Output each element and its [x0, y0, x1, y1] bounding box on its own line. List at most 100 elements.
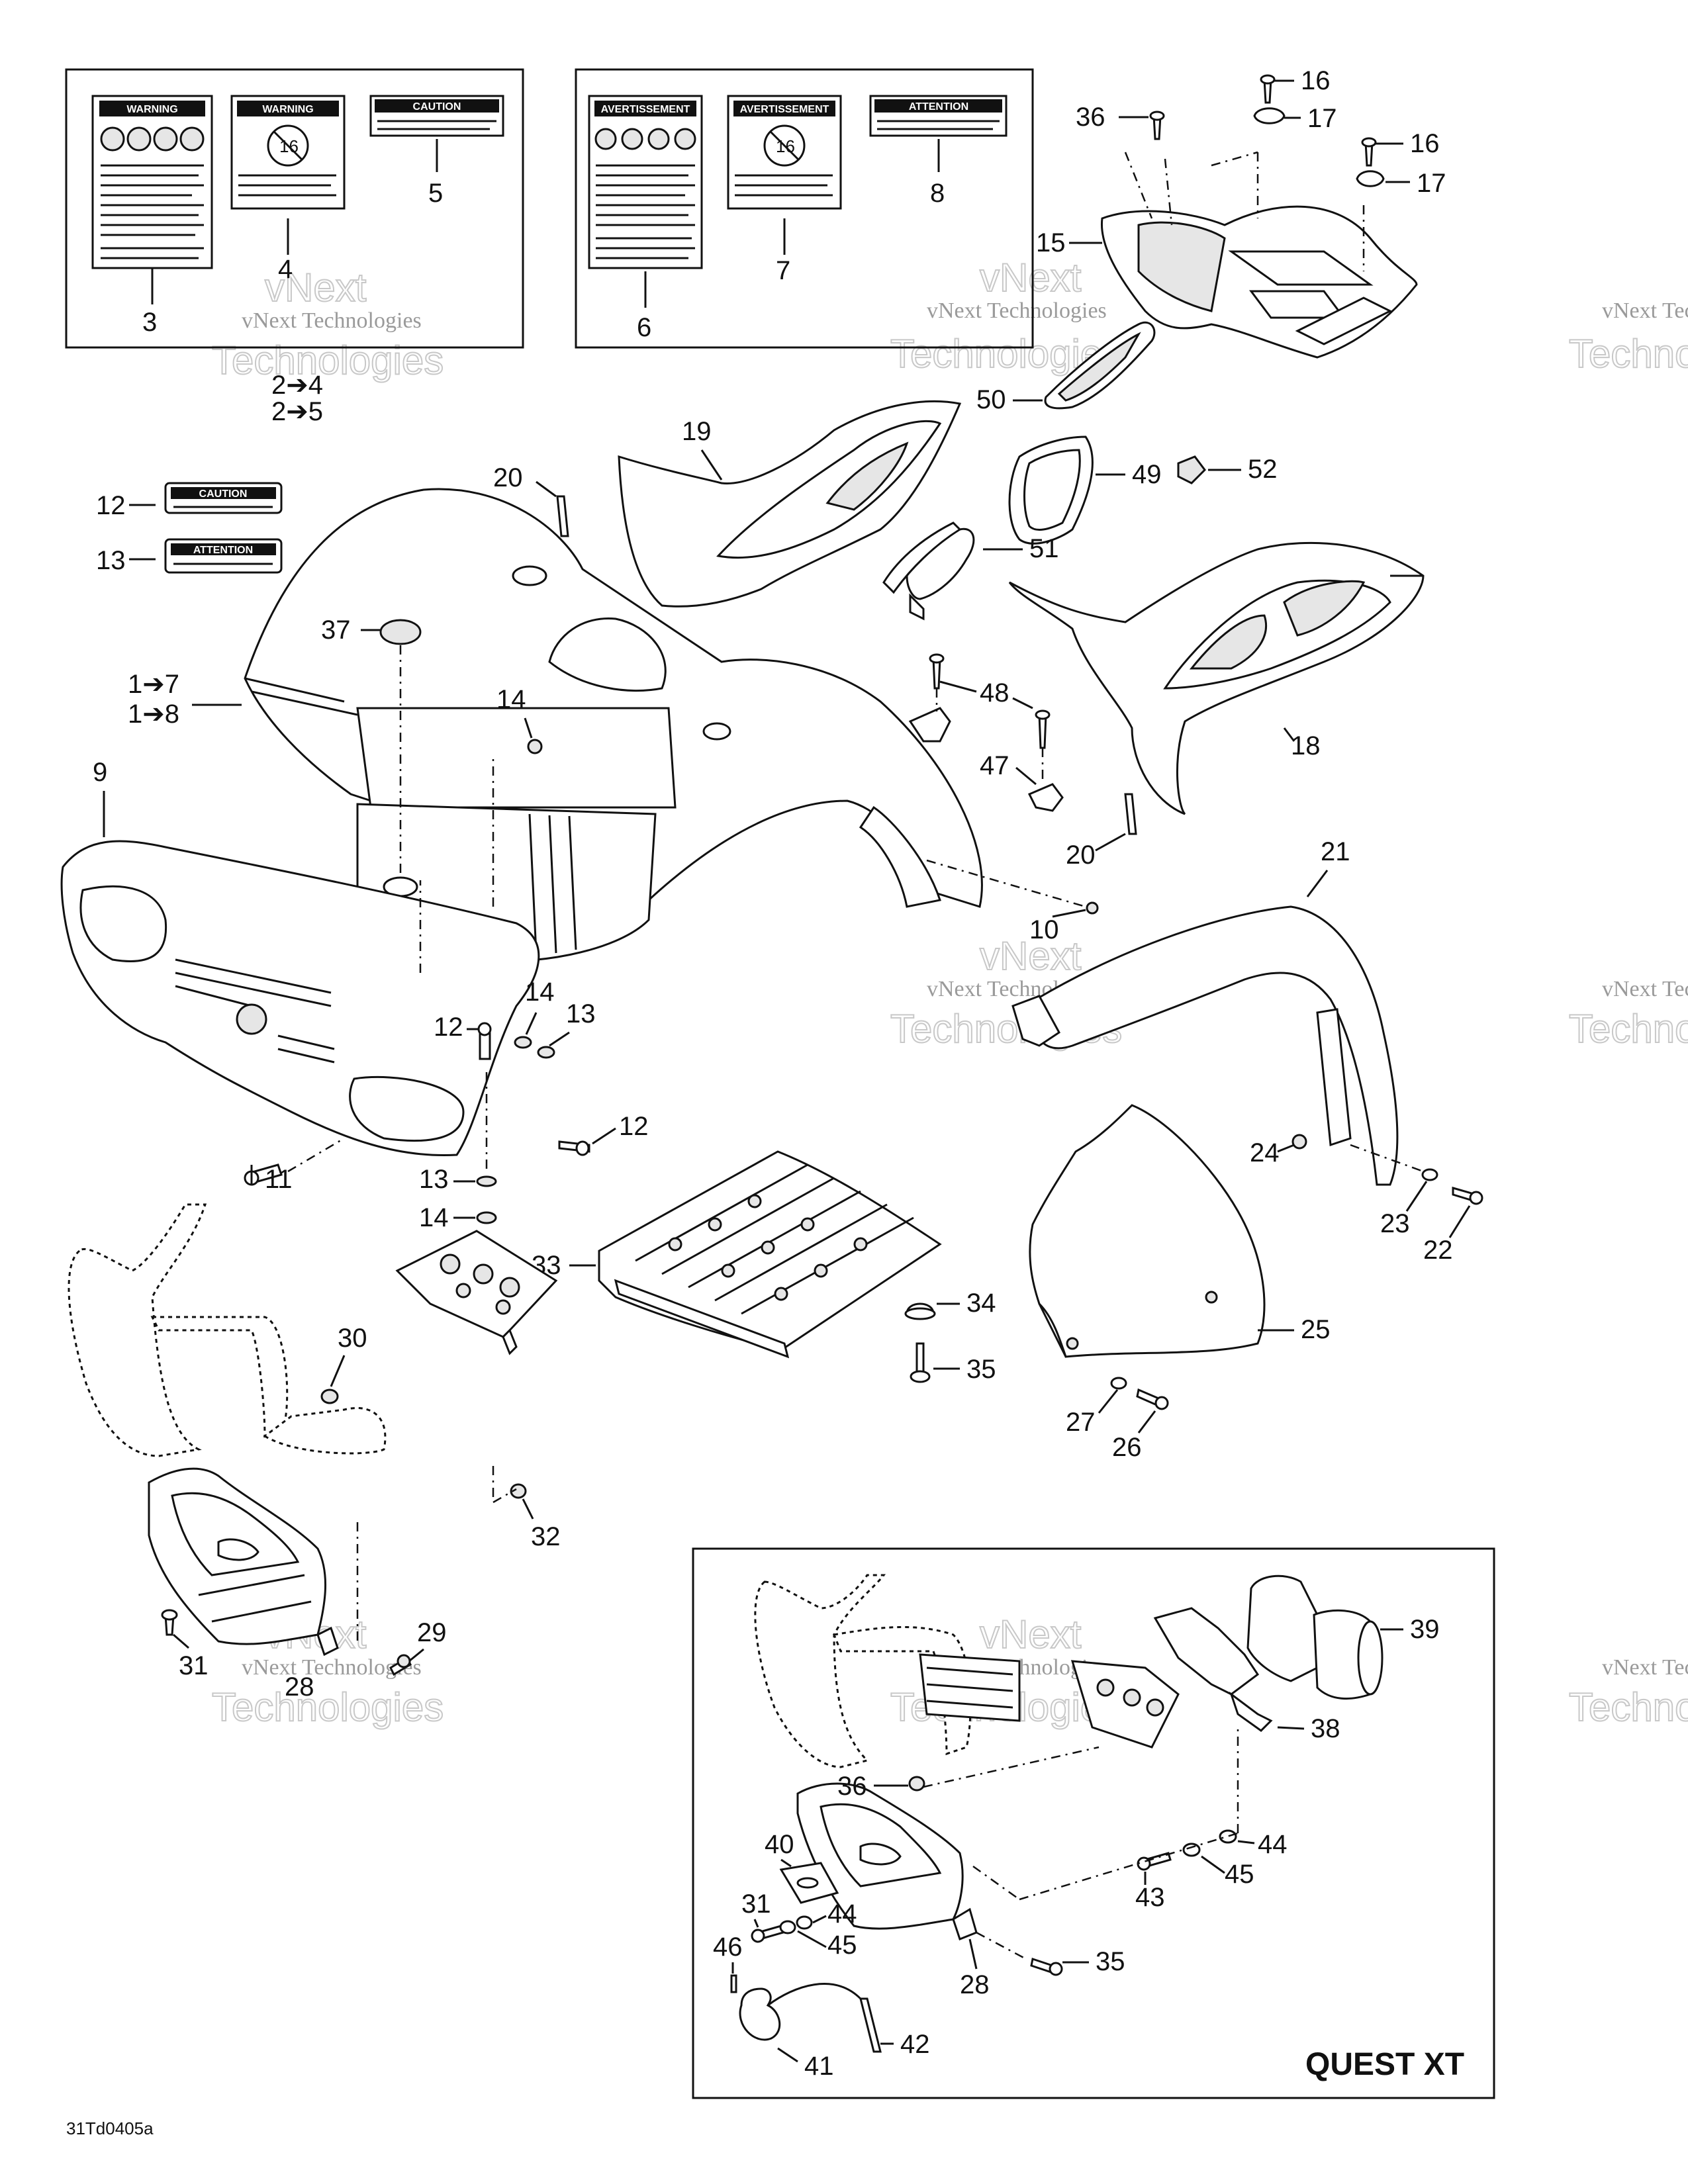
decal-header-bar	[733, 101, 835, 116]
screw-10	[926, 859, 1099, 915]
callout-4: 4	[278, 255, 293, 284]
decal-7-age: 16	[776, 136, 795, 156]
grommet-14-upper	[492, 739, 543, 907]
watermark-right-edge: vNext Technologies Technologies vNext Te…	[1568, 298, 1688, 1730]
callout-12-label: 12	[96, 491, 126, 520]
decal-4: WARNING 16	[230, 95, 346, 210]
spacer-34-bolt-35	[904, 1302, 936, 1383]
callout-12-mid: 12	[434, 1013, 463, 1042]
fastener-16-17	[1149, 74, 1385, 187]
watermark-text: vNext	[265, 265, 367, 310]
decal-box-french: AVERTISSEMENT 6 AVERTISSEMENT 16	[575, 68, 1034, 349]
callout-20-upper: 20	[493, 463, 523, 492]
callout-12-lower: 12	[619, 1112, 649, 1141]
decal-5-title: CAUTION	[413, 101, 461, 113]
callout-52: 52	[1248, 455, 1278, 484]
callout-27: 27	[1066, 1408, 1096, 1437]
pin-20-lower	[1124, 793, 1137, 835]
callout-29: 29	[417, 1618, 447, 1647]
vent-grille-50	[1044, 322, 1156, 410]
callout-44-lower: 44	[827, 1899, 857, 1929]
decal-7-title: AVERTISSEMENT	[740, 104, 829, 115]
callout-16-lower: 16	[1410, 129, 1440, 158]
callout-14-upper: 14	[496, 685, 526, 714]
footrest-33	[598, 1150, 942, 1359]
decal-6: AVERTISSEMENT	[588, 95, 703, 269]
watermark-text: Technologies	[212, 1685, 444, 1729]
mud-flap-25	[1029, 1104, 1266, 1410]
callout-5: 5	[428, 179, 443, 208]
label-12-title: CAUTION	[199, 488, 248, 500]
callout-15: 15	[1036, 228, 1066, 257]
watermark-text: Technologies	[1569, 1007, 1688, 1051]
watermark-top-left: vNext vNext Technologies Technologies	[211, 265, 444, 383]
decal-box-frame	[575, 68, 1034, 349]
callout-31-main: 31	[179, 1651, 209, 1680]
callout-8: 8	[930, 179, 945, 208]
callout-6: 6	[637, 313, 651, 342]
decal-box-frame	[65, 68, 524, 349]
front-bumper-9	[60, 840, 540, 1157]
decal-4-age: 16	[279, 136, 299, 156]
decal-8: ATTENTION	[869, 95, 1008, 137]
callout-21: 21	[1321, 837, 1350, 866]
callout-35-inset: 35	[1096, 1947, 1125, 1976]
callout-28-main: 28	[285, 1672, 314, 1702]
callout-30: 30	[338, 1324, 367, 1353]
front-fender-body	[244, 488, 983, 962]
callout-13-mid: 13	[566, 999, 596, 1028]
label-12: CAUTION	[164, 482, 283, 514]
callout-13-lower: 13	[419, 1165, 449, 1194]
label-13: ATTENTION	[164, 538, 283, 574]
rear-fender-hardware	[1291, 1134, 1483, 1205]
watermark-text: vNext Technologies	[242, 308, 422, 333]
watermark-text: vNext Technologies	[1602, 1655, 1688, 1680]
callout-17-lower: 17	[1417, 169, 1446, 198]
callout-2-5: 2➔5	[271, 397, 323, 426]
watermark-text: vNext	[980, 934, 1082, 978]
left-side-panel-19	[618, 400, 962, 608]
drawing-reference: 31Td0405a	[66, 2118, 154, 2138]
callout-36-inset: 36	[837, 1772, 867, 1801]
callout-1-8: 1➔8	[128, 700, 179, 729]
watermark-text: Technologies	[1569, 1685, 1688, 1729]
callout-20-lower: 20	[1066, 841, 1096, 870]
callout-35-main: 35	[966, 1355, 996, 1384]
callout-47: 47	[980, 751, 1009, 780]
callout-48: 48	[980, 678, 1009, 707]
watermark-text: vNext Technologies	[1602, 298, 1688, 323]
inset-title: QUEST XT	[1305, 2047, 1464, 2082]
callout-2-4: 2➔4	[271, 371, 323, 400]
callout-22: 22	[1423, 1236, 1453, 1265]
callout-43: 43	[1135, 1883, 1165, 1912]
watermark-text: vNext	[980, 255, 1082, 300]
pin-20-upper	[556, 495, 569, 537]
label-13-title: ATTENTION	[193, 545, 253, 556]
decal-header-bar	[99, 101, 205, 116]
callout-51: 51	[1029, 534, 1059, 563]
bumper-guard	[68, 1203, 558, 1504]
callout-45-lower: 45	[827, 1931, 857, 1960]
callout-10: 10	[1029, 915, 1059, 944]
callout-14-mid: 14	[525, 978, 555, 1007]
watermark-text: vNext	[980, 1612, 1082, 1657]
decal-5: CAUTION	[369, 95, 504, 137]
rear-fender-21	[1011, 905, 1399, 1186]
vent-bezel-51	[882, 522, 975, 621]
clip-52	[1177, 455, 1206, 484]
callout-16-upper: 16	[1301, 66, 1331, 95]
rear-rack-15	[1100, 151, 1418, 359]
vent-bezel-49	[1008, 435, 1094, 545]
callout-39: 39	[1410, 1615, 1440, 1644]
callout-40: 40	[765, 1830, 794, 1859]
watermark-text: vNext Technologies	[927, 298, 1107, 323]
callout-50: 50	[976, 385, 1006, 414]
callout-24: 24	[1250, 1138, 1280, 1167]
decal-box-english: WARNING 3 WARNING 16 4	[65, 68, 524, 349]
decal-4-title: WARNING	[262, 104, 313, 115]
decal-3-title: WARNING	[126, 104, 177, 115]
callout-25: 25	[1301, 1315, 1331, 1344]
watermark-top-center: vNext vNext Technologies Technologies	[890, 255, 1123, 377]
quest-xt-inset	[692, 1547, 1495, 2099]
